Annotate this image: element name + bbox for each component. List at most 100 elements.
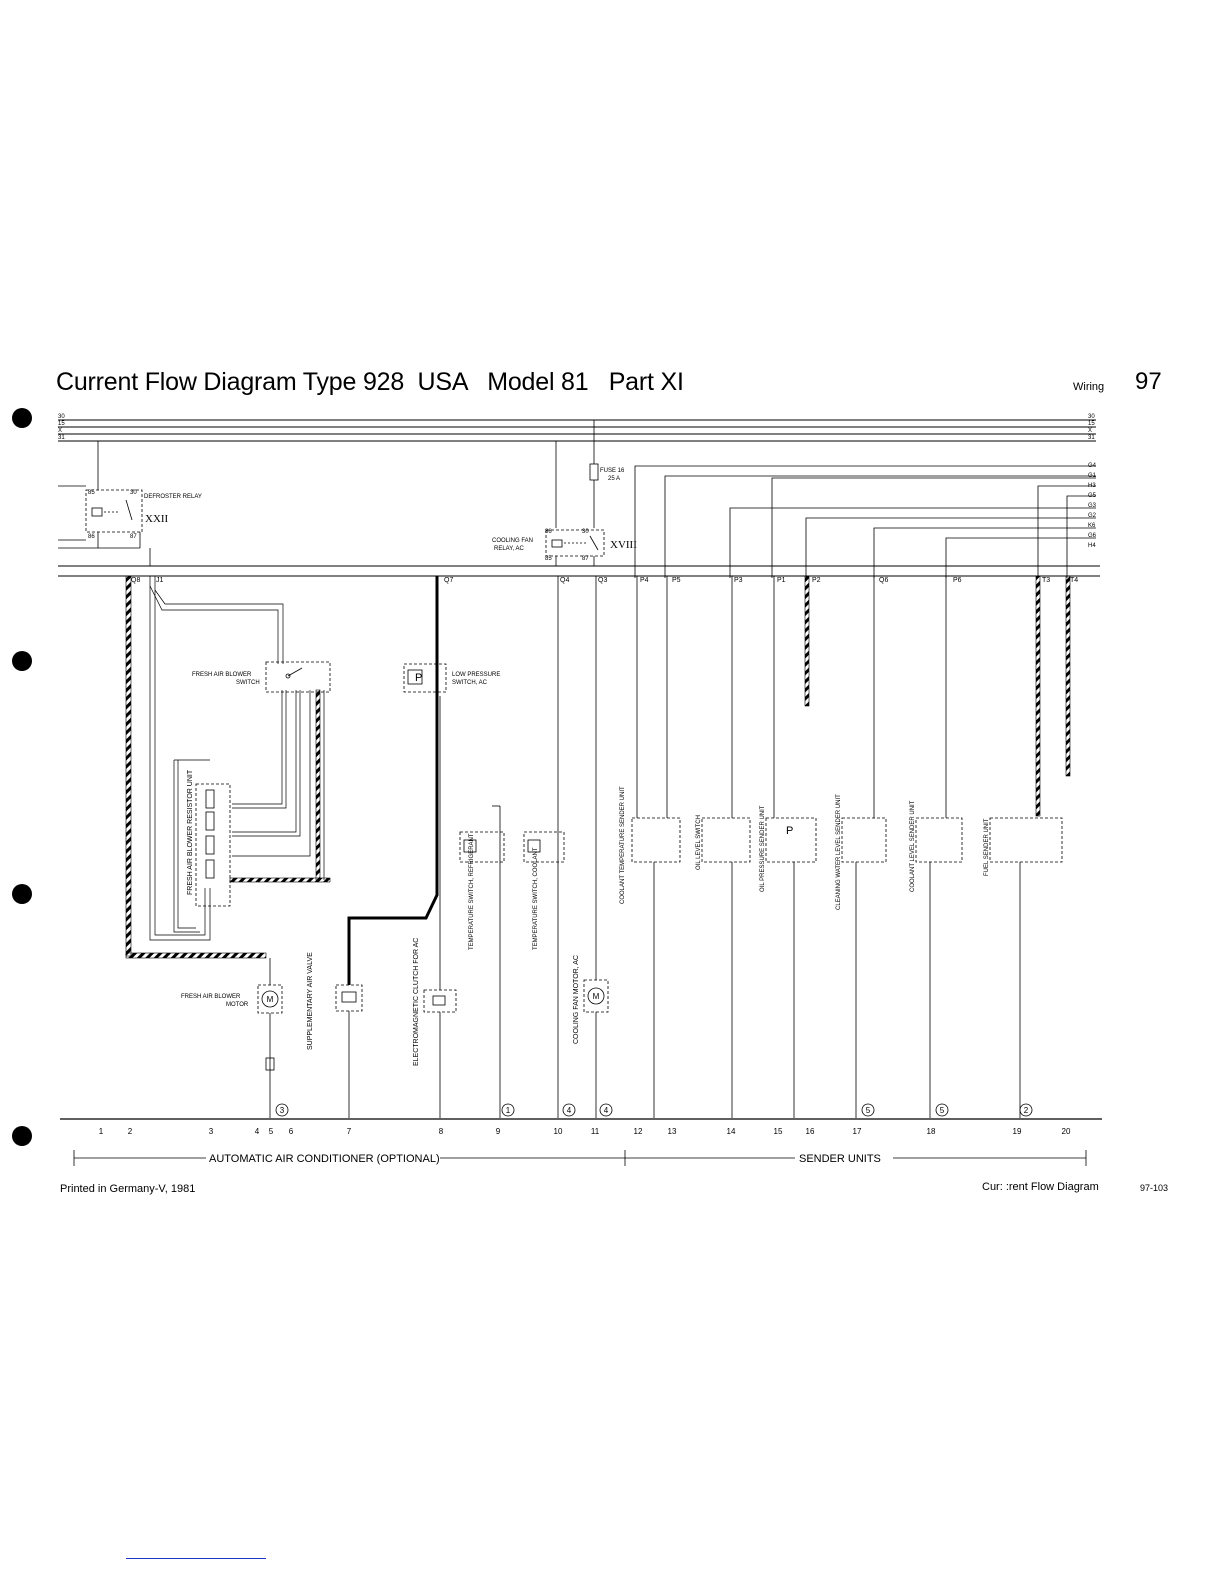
track-number: 6: [289, 1127, 294, 1136]
ground-label: 4: [567, 1106, 572, 1115]
page-number: 97: [1135, 368, 1162, 395]
bus-label: 31: [1088, 435, 1095, 441]
track-numbers: 1 2 3 4 5 6 7 8 9 10 11 12 13 14 15 16 1…: [99, 1127, 1071, 1136]
footer-title: Cur: :rent Flow Diagram: [982, 1181, 1099, 1193]
component-label: TEMPERATURE SWITCH, REFRIGERANT: [469, 833, 475, 950]
ground-label: 1: [506, 1106, 511, 1115]
temp-switch-coolant: [523, 576, 565, 1118]
pin-label: 86: [545, 529, 552, 535]
bus-lines: [58, 419, 1096, 442]
component-label: FUSE 16: [600, 468, 625, 474]
component-label: RELAY, AC: [494, 546, 524, 552]
component-label: FUEL SENDER UNIT: [984, 818, 990, 876]
connector-label: T4: [1070, 577, 1078, 584]
component-label: SWITCH: [236, 680, 260, 686]
printed-note: Printed in Germany-V, 1981: [60, 1183, 196, 1195]
connector-label: Q4: [560, 577, 569, 584]
connector-label: G2: [1088, 513, 1097, 519]
pin-label: 87: [582, 556, 589, 562]
right-connectors: G4 G1 H3 G5 G3 G2 K6 G6 H4: [1088, 463, 1097, 549]
defroster-relay: [58, 441, 151, 566]
track-number: 14: [727, 1127, 736, 1136]
pressure-symbol: P: [786, 825, 793, 837]
defroster-relay-labels: 85 30 86 87 DEFROSTER RELAY XXII: [88, 490, 202, 540]
connector-label: G1: [1088, 473, 1097, 479]
connector-labels: Q8 J1 Q7 Q4 Q3 P4 P5 P3 P1 P2 Q6 P6 T3 T…: [131, 577, 1078, 584]
section-label: Wiring: [1073, 381, 1105, 393]
component-label: FRESH AIR BLOWER: [181, 994, 241, 1000]
track-number: 1: [99, 1127, 104, 1136]
fresh-air-blower-switch: [265, 661, 331, 693]
component-label: COOLANT LEVEL SENDER UNIT: [910, 800, 916, 892]
connector-label: G4: [1088, 463, 1097, 469]
supp-air-valve: [335, 576, 439, 1118]
ground-label: 5: [866, 1106, 871, 1115]
component-label: SWITCH, AC: [452, 680, 488, 686]
connector-label: J1: [156, 577, 164, 584]
pin-label: 85: [545, 556, 552, 562]
connector-label: H4: [1088, 543, 1096, 549]
component-label: COOLING FAN MOTOR, AC: [573, 955, 580, 1044]
bus-labels-left: 30 15 X 31: [58, 414, 65, 441]
page-title: Current Flow Diagram Type 928 USA Model …: [56, 368, 684, 396]
component-label: COOLANT TEMPERATURE SENDER UNIT: [620, 786, 626, 904]
track-number: 8: [439, 1127, 444, 1136]
connector-bar: [58, 565, 1100, 577]
component-label: OIL PRESSURE SENDER UNIT: [760, 805, 766, 892]
sender-wires: [636, 576, 1021, 1118]
connector-label: Q6: [879, 577, 888, 584]
right-connector-lines: [634, 465, 1096, 578]
sender-labels: COOLANT TEMPERATURE SENDER UNIT OIL LEVE…: [620, 786, 990, 910]
connector-label: T3: [1042, 577, 1050, 584]
track-number: 7: [347, 1127, 352, 1136]
group-brackets: [73, 1150, 1087, 1166]
connector-label: P1: [777, 577, 786, 584]
track-number: 5: [269, 1127, 274, 1136]
connector-label: Q3: [598, 577, 607, 584]
bus-label: 31: [58, 435, 65, 441]
ground-label: 2: [1024, 1106, 1029, 1115]
connector-label: H3: [1088, 483, 1096, 489]
connector-label: P4: [640, 577, 649, 584]
blower-switch-labels: FRESH AIR BLOWER SWITCH: [192, 672, 260, 686]
pin-label: 87: [130, 534, 137, 540]
track-number: 3: [209, 1127, 214, 1136]
resistor-unit: [195, 783, 231, 907]
track-number: 20: [1062, 1127, 1071, 1136]
low-pressure-switch: [403, 663, 447, 990]
connector-label: Q7: [444, 577, 453, 584]
connector-label: P2: [812, 577, 821, 584]
connector-label: P3: [734, 577, 743, 584]
ground-labels: 3 1 4 4 5 5 2: [280, 1106, 1029, 1115]
track-number: 10: [554, 1127, 563, 1136]
cooling-fan-motor: [583, 576, 609, 1118]
connector-label: Q8: [131, 577, 140, 584]
bus-label: X: [58, 428, 62, 434]
track-number: 9: [496, 1127, 501, 1136]
component-label: TEMPERATURE SWITCH, COOLANT: [533, 847, 539, 950]
double-wires: [149, 576, 325, 941]
component-id: XVIII: [610, 539, 637, 551]
component-label: OIL LEVEL SWITCH: [696, 815, 702, 870]
pin-label: 30: [582, 529, 589, 535]
blower-motor-labels: FRESH AIR BLOWER MOTOR: [181, 994, 249, 1008]
bus-label: 15: [58, 421, 65, 427]
component-label: FRESH AIR BLOWER RESISTOR UNIT: [187, 769, 194, 895]
em-clutch: [423, 989, 457, 1118]
binder-hole: [12, 884, 32, 904]
pin-label: 86: [88, 534, 95, 540]
component-label: LOW PRESSURE: [452, 672, 500, 678]
binder-hole: [12, 408, 32, 428]
group-label-senders: SENDER UNITS: [799, 1153, 881, 1165]
fuse-labels: FUSE 16 25 A: [600, 468, 625, 482]
motor-symbol: M: [593, 992, 600, 1001]
component-id: XXII: [145, 513, 169, 525]
ground-label: 3: [280, 1106, 285, 1115]
connector-label: P5: [672, 577, 681, 584]
cooling-fan-relay: [545, 529, 605, 566]
motor-symbol: M: [267, 995, 274, 1004]
track-number: 12: [634, 1127, 643, 1136]
pin-label: 85: [88, 490, 95, 496]
connector-label: G5: [1088, 493, 1097, 499]
ground-label: 4: [604, 1106, 609, 1115]
